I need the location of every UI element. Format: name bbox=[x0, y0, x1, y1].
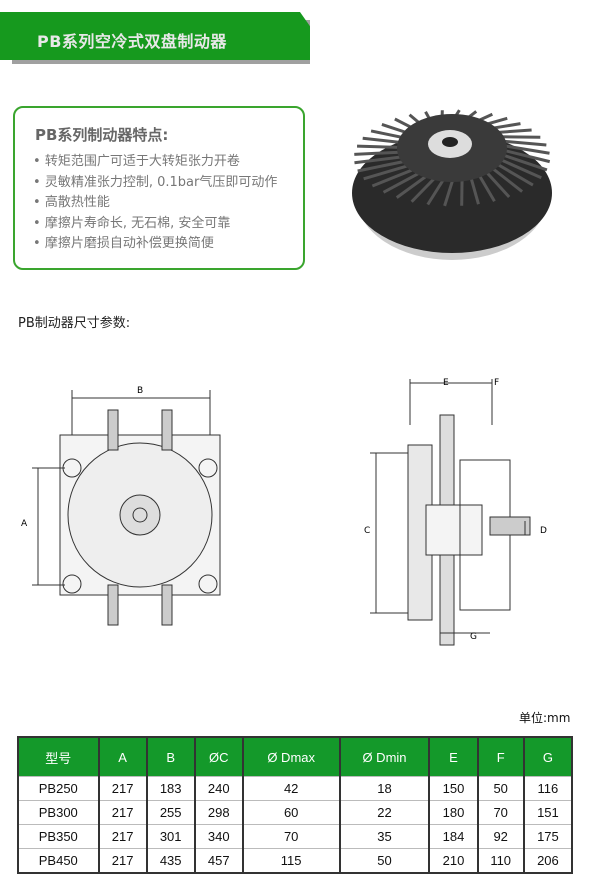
label-d: D bbox=[540, 526, 547, 536]
column-header: G bbox=[522, 737, 572, 777]
table-cell: 115 bbox=[241, 848, 340, 873]
table-cell: 116 bbox=[522, 776, 572, 801]
table-cell: 60 bbox=[241, 800, 340, 825]
banner-shape bbox=[0, 12, 328, 64]
column-header: B bbox=[145, 737, 195, 777]
table-cell: 210 bbox=[428, 848, 478, 873]
table-cell: 240 bbox=[193, 776, 243, 801]
column-header: ØC bbox=[193, 737, 243, 777]
table-cell: 435 bbox=[145, 848, 195, 873]
table-cell: 175 bbox=[522, 824, 572, 849]
table-cell: 255 bbox=[145, 800, 195, 825]
table-cell: 217 bbox=[97, 848, 147, 873]
table-cell: 298 bbox=[193, 800, 243, 825]
table-cell: 217 bbox=[97, 776, 147, 801]
table-cell: PB300 bbox=[18, 800, 99, 825]
side-view-drawing bbox=[370, 379, 531, 646]
table-cell: 50 bbox=[338, 848, 430, 873]
table-cell: 180 bbox=[428, 800, 478, 825]
brake-product-image bbox=[352, 109, 552, 260]
feature-item: 摩擦片寿命长, 无石棉, 安全可靠 bbox=[33, 214, 277, 235]
table-cell: 70 bbox=[241, 824, 340, 849]
feature-item: 灵敏精准张力控制, 0.1bar气压即可动作 bbox=[33, 173, 278, 194]
table-cell: 110 bbox=[476, 848, 524, 873]
table-cell: PB350 bbox=[18, 824, 99, 849]
dimensions-title: PB制动器尺寸参数: bbox=[18, 316, 131, 331]
column-header: Ø Dmax bbox=[241, 737, 340, 777]
table-cell: 183 bbox=[145, 776, 195, 801]
table-cell: 217 bbox=[97, 824, 147, 849]
table-cell: 50 bbox=[476, 776, 524, 801]
label-a: A bbox=[21, 519, 28, 529]
table-cell: 22 bbox=[338, 800, 430, 825]
table-cell: 70 bbox=[476, 800, 524, 825]
label-e: E bbox=[443, 378, 449, 388]
column-header: Ø Dmin bbox=[338, 737, 430, 777]
table-cell: 35 bbox=[338, 824, 430, 849]
title-banner bbox=[0, 12, 328, 64]
column-header: A bbox=[97, 737, 147, 777]
column-header: E bbox=[428, 737, 478, 777]
table-cell: 217 bbox=[97, 800, 147, 825]
table-cell: 18 bbox=[338, 776, 430, 801]
table-cell: 301 bbox=[145, 824, 195, 849]
feature-item: 转矩范围广可适于大转矩张力开卷 bbox=[33, 152, 277, 173]
feature-item: 摩擦片磨损自动补偿更换简便 bbox=[33, 234, 277, 255]
table-cell: 42 bbox=[241, 776, 340, 801]
table-cell: 151 bbox=[522, 800, 572, 825]
column-header: F bbox=[476, 737, 524, 777]
table-cell: PB450 bbox=[18, 848, 99, 873]
unit-label: 单位:mm bbox=[519, 711, 571, 725]
column-header: 型号 bbox=[18, 737, 99, 777]
label-c: C bbox=[364, 526, 371, 536]
table-cell: PB250 bbox=[18, 776, 99, 801]
features-title: PB系列制动器特点: bbox=[35, 126, 169, 144]
page-title: PB系列空冷式双盘制动器 bbox=[37, 32, 227, 51]
features-box: PB系列制动器特点: 转矩范围广可适于大转矩张力开卷 灵敏精准张力控制, 0.1… bbox=[13, 106, 305, 270]
feature-item: 高散热性能 bbox=[33, 193, 277, 214]
table-cell: 150 bbox=[428, 776, 478, 801]
label-g: G bbox=[470, 632, 477, 642]
table-cell: 184 bbox=[428, 824, 478, 849]
table-cell: 340 bbox=[193, 824, 243, 849]
table-cell: 92 bbox=[476, 824, 524, 849]
table-cell: 457 bbox=[193, 848, 243, 873]
front-view-drawing bbox=[32, 390, 221, 626]
label-f: F bbox=[494, 378, 500, 388]
label-b: B bbox=[137, 386, 144, 396]
table-cell: 206 bbox=[522, 848, 572, 873]
